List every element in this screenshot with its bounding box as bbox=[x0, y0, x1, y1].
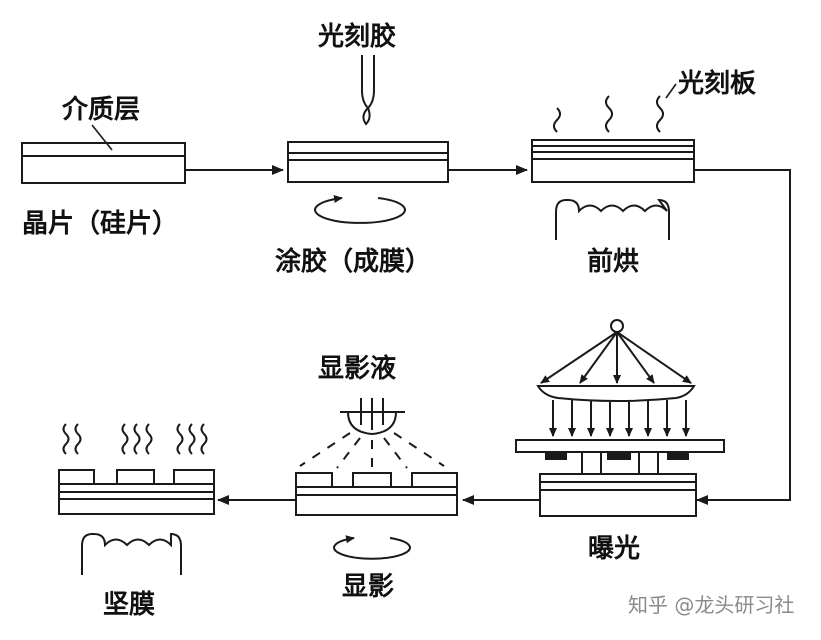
flow-connector-right bbox=[694, 169, 791, 505]
mask-pattern-2 bbox=[607, 452, 631, 460]
hardbake-resist-block-1 bbox=[58, 469, 95, 485]
spin-rotation-icon bbox=[314, 195, 406, 224]
photomask-leader-line bbox=[665, 83, 677, 99]
hardbake-heater-coil-icon bbox=[81, 532, 182, 575]
label-photomask: 光刻板 bbox=[677, 68, 756, 99]
develop-step: 显影液 显影 bbox=[295, 354, 458, 602]
heat-waves-icon bbox=[553, 95, 664, 133]
label-develop: 显影 bbox=[342, 572, 394, 602]
mask-pattern-3 bbox=[667, 452, 689, 460]
hardbake-heat-waves-icon bbox=[62, 423, 208, 455]
label-exposure: 曝光 bbox=[588, 534, 640, 564]
spray-dashes bbox=[299, 432, 445, 469]
developer-spray-nozzle-icon bbox=[340, 398, 405, 436]
light-source-icon bbox=[610, 319, 624, 333]
develop-resist-block-1 bbox=[295, 472, 333, 488]
exposure-step: 曝光 bbox=[515, 319, 725, 564]
mask-pattern-1 bbox=[545, 452, 567, 460]
watermark-text: 知乎 @龙头研习社 bbox=[628, 593, 794, 617]
coating-wafer bbox=[287, 141, 449, 183]
develop-resist-block-3 bbox=[411, 472, 458, 488]
label-dielectric-layer: 介质层 bbox=[61, 95, 140, 125]
wafer-substrate bbox=[21, 142, 186, 184]
prebake-step: 光刻板 前烘 bbox=[531, 68, 756, 277]
exposure-wafer bbox=[539, 473, 697, 517]
hardbake-resist-block-2 bbox=[116, 469, 155, 485]
label-developer: 显影液 bbox=[318, 354, 396, 384]
parallel-light-rays bbox=[549, 400, 690, 474]
develop-rotation-icon bbox=[333, 535, 411, 560]
label-hardbake: 坚膜 bbox=[103, 590, 155, 620]
label-photoresist: 光刻胶 bbox=[317, 21, 396, 52]
develop-wafer bbox=[295, 486, 458, 516]
nozzle-icon bbox=[361, 55, 375, 126]
coating-step: 光刻胶 涂胶（成膜） bbox=[275, 21, 449, 277]
wafer-step: 介质层 晶片（硅片） bbox=[21, 95, 186, 239]
zhihu-watermark: 知乎 @龙头研习社 bbox=[628, 593, 794, 617]
hardbake-step: 坚膜 bbox=[58, 423, 215, 620]
label-prebake: 前烘 bbox=[587, 246, 639, 277]
label-wafer: 晶片（硅片） bbox=[22, 209, 178, 239]
develop-resist-block-2 bbox=[352, 472, 392, 488]
dielectric-leader-line bbox=[91, 124, 113, 151]
label-coating: 涂胶（成膜） bbox=[275, 246, 431, 277]
hardbake-resist-block-3 bbox=[173, 469, 215, 485]
condenser-lens bbox=[536, 385, 696, 402]
photomask-plate bbox=[515, 439, 725, 453]
heater-coil-icon bbox=[555, 198, 670, 240]
